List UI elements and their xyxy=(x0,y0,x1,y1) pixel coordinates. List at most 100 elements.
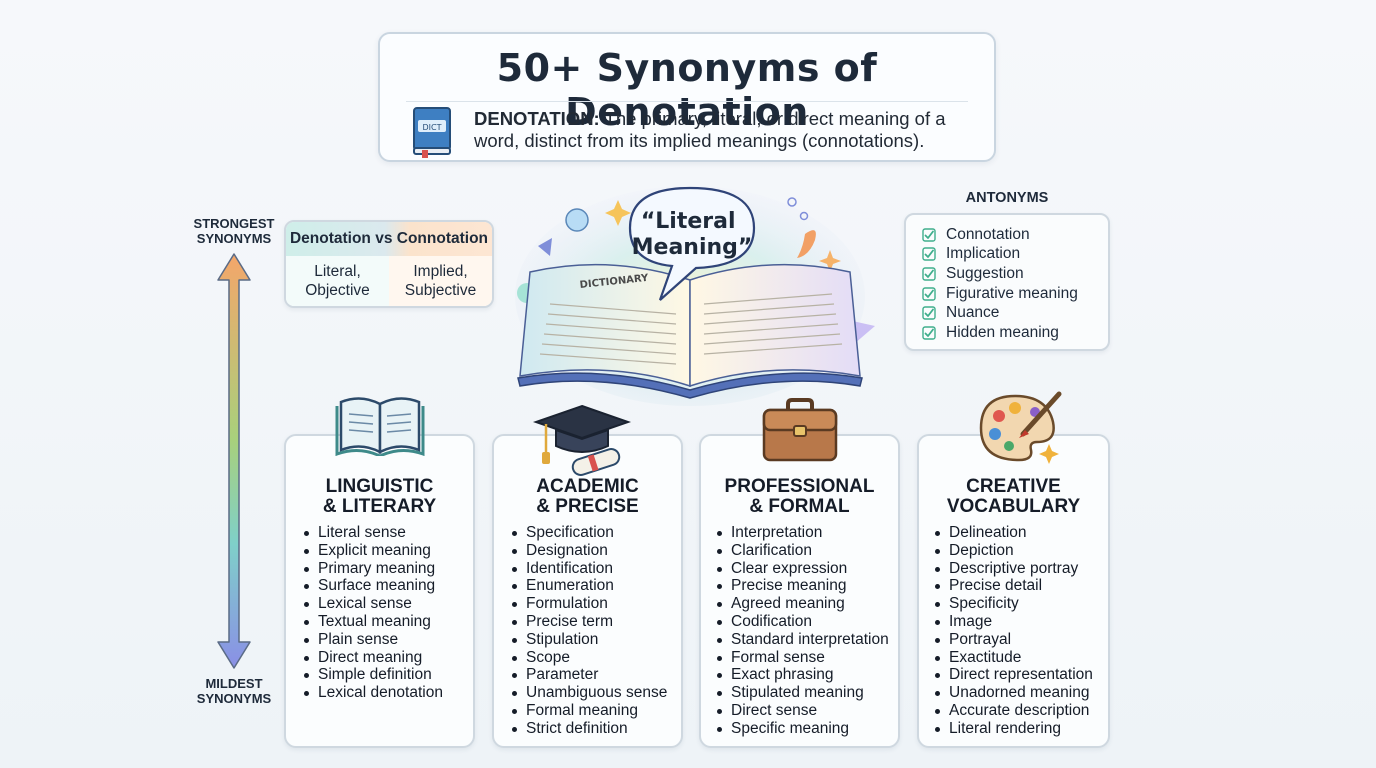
dict-icon-label: DICT xyxy=(423,123,442,132)
synonym-item: Parameter xyxy=(512,666,667,684)
synonym-item: Stipulation xyxy=(512,631,667,649)
antonym-item: Implication xyxy=(922,245,1108,265)
strength-arrow xyxy=(217,253,251,669)
comparison-header: Denotation vs Connotation xyxy=(286,222,492,256)
antonyms-title: ANTONYMS xyxy=(965,190,1049,206)
synonym-item: Lexical denotation xyxy=(304,684,443,702)
antonym-label: Figurative meaning xyxy=(946,284,1078,302)
synonym-item: Agreed meaning xyxy=(717,595,889,613)
synonym-item: Direct representation xyxy=(935,666,1093,684)
synonym-item: Accurate description xyxy=(935,702,1093,720)
synonym-item: Direct sense xyxy=(717,702,889,720)
synonym-item: Literal sense xyxy=(304,524,443,542)
synonym-item: Plain sense xyxy=(304,631,443,649)
comparison-card: Denotation vs Connotation Literal, Objec… xyxy=(284,220,494,308)
synonym-item: Specific meaning xyxy=(717,720,889,738)
synonym-item: Clear expression xyxy=(717,560,889,578)
synonym-item: Scope xyxy=(512,649,667,667)
decor-dot xyxy=(787,197,797,207)
book-cover xyxy=(517,372,863,399)
definition-term: DENOTATION: xyxy=(474,108,600,129)
sparkle-icon xyxy=(819,250,841,272)
antonym-label: Suggestion xyxy=(946,264,1024,282)
decor-bulb xyxy=(565,208,589,232)
book-right-page xyxy=(689,263,861,388)
antonym-label: Nuance xyxy=(946,304,1000,322)
synonym-item: Formal sense xyxy=(717,649,889,667)
palette-icon xyxy=(975,390,1065,468)
bubble-line-1: “Literal xyxy=(641,209,736,234)
checkbox-icon xyxy=(922,286,936,301)
bubble-line-2: Meaning” xyxy=(632,235,753,260)
page-title: 50+ Synonyms of Denotation xyxy=(496,46,878,134)
synonym-item: Depiction xyxy=(935,542,1093,560)
synonym-item: Precise detail xyxy=(935,577,1093,595)
strongest-label: STRONGEST SYNONYMS xyxy=(193,216,275,246)
synonym-item: Unambiguous sense xyxy=(512,684,667,702)
category-title: PROFESSIONAL & FORMAL xyxy=(724,476,875,517)
synonym-item: Codification xyxy=(717,613,889,631)
dictionary-illustration: DICTIONARY “Literal Meaning” xyxy=(515,186,875,406)
antonym-label: Hidden meaning xyxy=(946,323,1059,341)
briefcase-icon xyxy=(760,398,840,468)
checkbox-icon xyxy=(922,247,936,262)
definition-text: DENOTATION: The primary, literal, or dir… xyxy=(474,108,974,152)
synonym-item: Primary meaning xyxy=(304,560,443,578)
synonym-item: Precise term xyxy=(512,613,667,631)
synonym-item: Stipulated meaning xyxy=(717,684,889,702)
synonym-item: Textual meaning xyxy=(304,613,443,631)
decor-flame xyxy=(797,230,816,258)
definition-body: The primary, literal, or direct meaning … xyxy=(474,108,946,151)
synonym-item: Clarification xyxy=(717,542,889,560)
synonym-item: Simple definition xyxy=(304,666,443,684)
book-text-lines xyxy=(539,293,843,365)
synonym-item: Exactitude xyxy=(935,649,1093,667)
speech-bubble xyxy=(628,186,756,301)
dictionary-icon: DICT xyxy=(413,107,451,158)
antonym-item: Connotation xyxy=(922,225,1108,245)
synonym-item: Explicit meaning xyxy=(304,542,443,560)
title-divider xyxy=(406,101,968,102)
bubble-text: “Literal Meaning” xyxy=(632,209,753,260)
synonym-item: Formulation xyxy=(512,595,667,613)
title-card: 50+ Synonyms of Denotation DICT DENOTATI… xyxy=(378,32,996,162)
sparkle-icon xyxy=(605,200,631,226)
synonym-item: Specificity xyxy=(935,595,1093,613)
checkbox-icon xyxy=(922,326,936,340)
category-title: CREATIVE VOCABULARY xyxy=(946,476,1081,517)
antonym-label: Implication xyxy=(946,245,1021,263)
antonym-item: Figurative meaning xyxy=(922,284,1108,304)
graduation-cap-icon xyxy=(532,402,632,480)
decor-dot xyxy=(799,211,809,221)
synonym-item: Formal meaning xyxy=(512,702,667,720)
synonym-item: Delineation xyxy=(935,524,1093,542)
antonym-item: Nuance xyxy=(922,303,1108,323)
synonym-item: Portrayal xyxy=(935,631,1093,649)
antonym-item: Hidden meaning xyxy=(922,323,1108,343)
synonym-item: Specification xyxy=(512,524,667,542)
synonym-item: Surface meaning xyxy=(304,577,443,595)
antonym-item: Suggestion xyxy=(922,264,1108,284)
open-book-icon xyxy=(335,392,425,460)
mildest-label: MILDEST SYNONYMS xyxy=(196,676,272,706)
synonym-item: Standard interpretation xyxy=(717,631,889,649)
synonym-item: Identification xyxy=(512,560,667,578)
checkbox-icon xyxy=(922,267,936,281)
category-title: ACADEMIC & PRECISE xyxy=(536,476,639,517)
decor-triangle xyxy=(538,238,552,256)
comparison-denotation: Literal, Objective xyxy=(286,256,389,306)
comparison-connotation: Implied, Subjective xyxy=(389,256,492,306)
synonym-item: Image xyxy=(935,613,1093,631)
synonym-item: Interpretation xyxy=(717,524,889,542)
synonym-item: Enumeration xyxy=(512,577,667,595)
synonym-item: Direct meaning xyxy=(304,649,443,667)
